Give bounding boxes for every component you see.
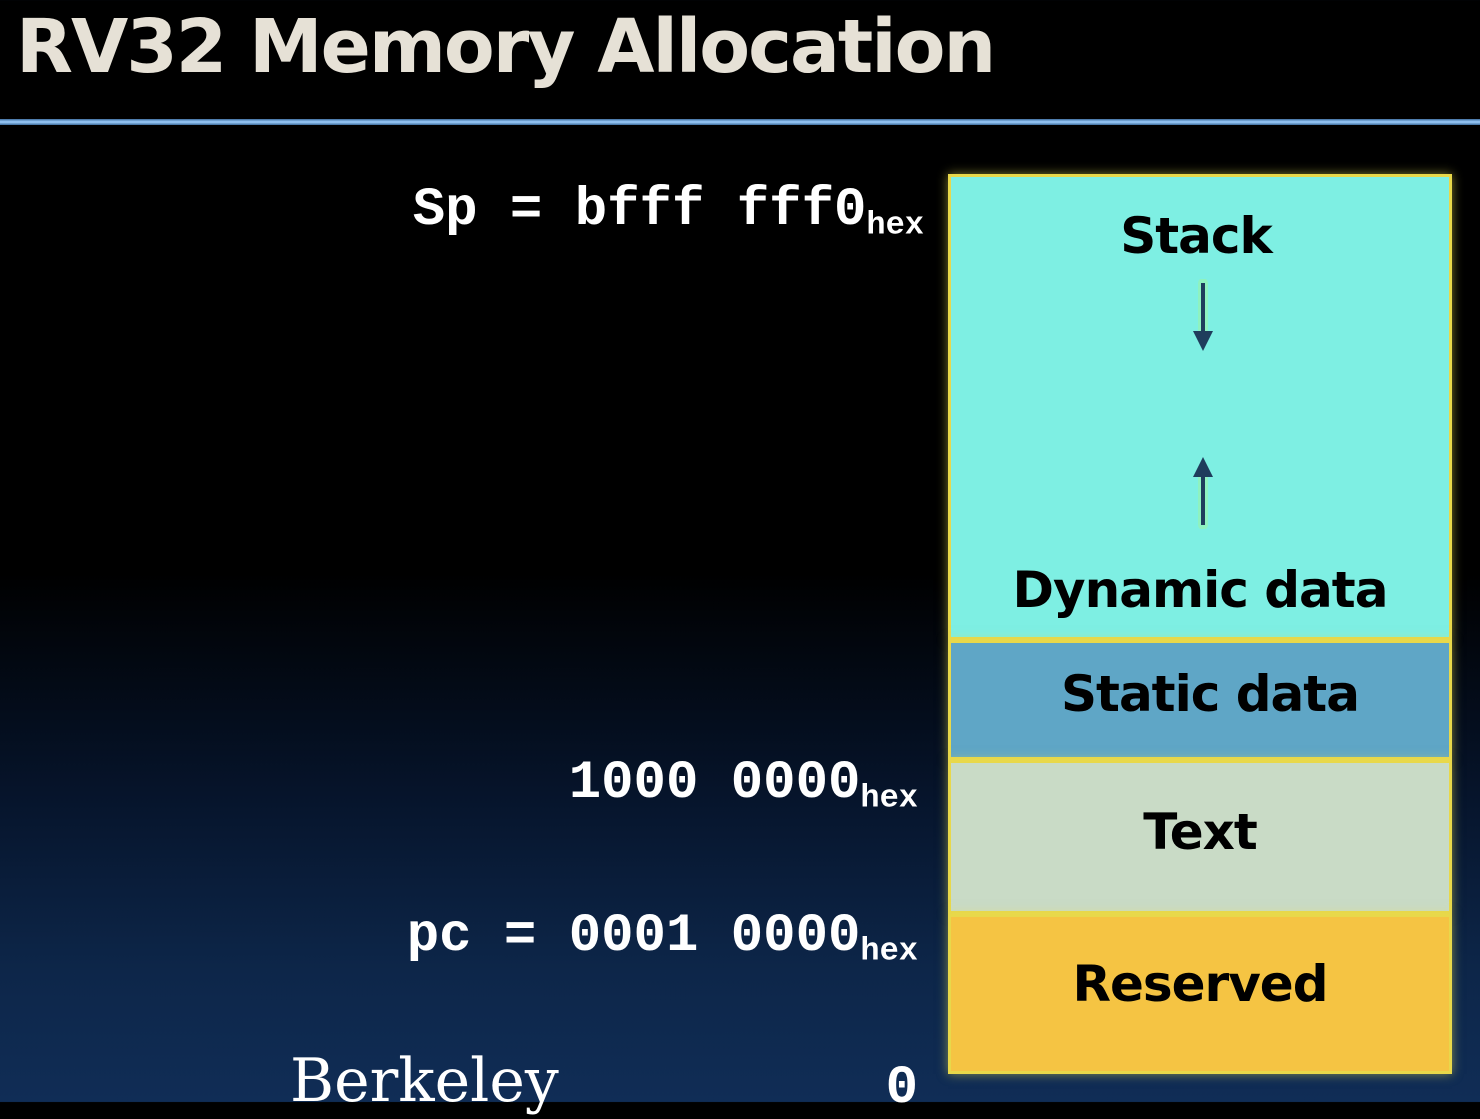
slide-title: RV32 Memory Allocation <box>16 4 996 90</box>
address-label-sp: Sp = bfff fff0hex <box>413 184 924 242</box>
berkeley-logo: Berkeley <box>290 1046 559 1116</box>
arrow-down-icon <box>1193 279 1213 351</box>
segment-label-reserved: Reserved <box>1072 955 1328 1013</box>
address-zero-value: 0 <box>885 1058 918 1119</box>
address-pc-value: pc = 0001 0000 <box>406 906 861 967</box>
segment-text: Text <box>948 760 1452 914</box>
title-divider <box>0 119 1480 125</box>
segment-label-text: Text <box>1143 803 1258 861</box>
address-label-pc: pc = 0001 0000hex <box>407 910 918 968</box>
segment-reserved: Reserved <box>948 914 1452 1074</box>
segment-static-data: Static data <box>948 640 1452 760</box>
segment-stack-dynamic: Stack Dynamic data <box>948 174 1452 640</box>
memory-map: Stack Dynamic data Static data Text Rese… <box>948 174 1452 1074</box>
address-sp-suffix: hex <box>866 206 924 244</box>
address-static-start-suffix: hex <box>860 779 918 817</box>
address-static-start-value: 1000 0000 <box>568 753 861 814</box>
segment-label-stack: Stack <box>1120 207 1273 265</box>
segment-label-static-data: Static data <box>1061 665 1360 723</box>
address-label-zero: 0 <box>886 1062 918 1116</box>
address-sp-value: Sp = bfff fff0 <box>412 180 867 241</box>
segment-label-dynamic-data: Dynamic data <box>1012 561 1389 619</box>
arrow-up-icon <box>1193 457 1213 529</box>
address-pc-suffix: hex <box>860 932 918 970</box>
address-label-static-start: 1000 0000hex <box>569 757 918 815</box>
